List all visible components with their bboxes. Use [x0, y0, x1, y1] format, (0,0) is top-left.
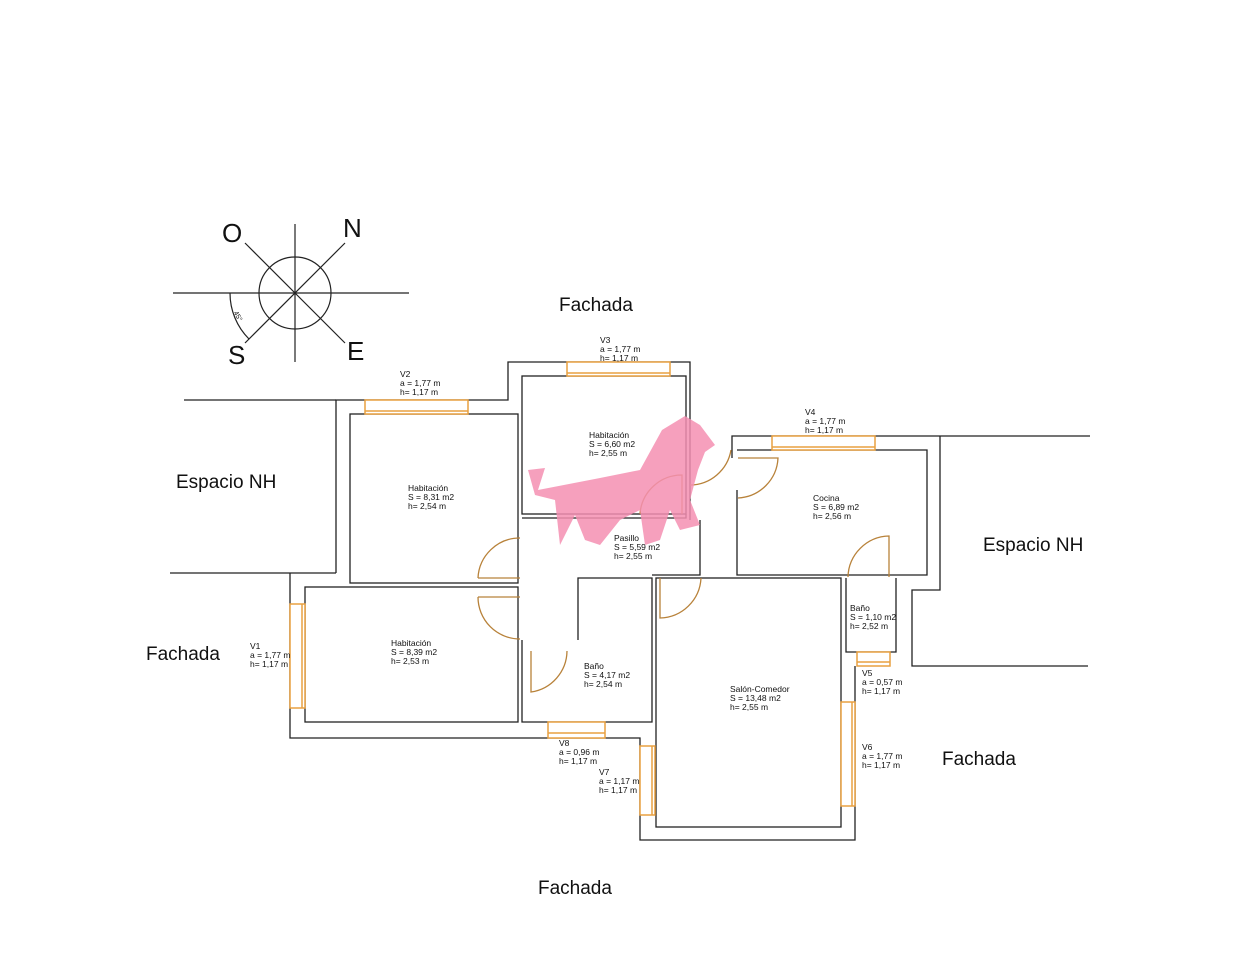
lion-watermark-logo	[528, 416, 715, 545]
windows	[289, 361, 891, 816]
compass-rose	[173, 224, 409, 362]
facade-right: Fachada	[942, 749, 1016, 770]
compass-east: E	[347, 336, 365, 366]
facade-top: Fachada	[559, 295, 633, 316]
neighbour-right: Espacio NH	[983, 535, 1084, 556]
compass-west: O	[222, 218, 243, 248]
neighbour-left: Espacio NH	[176, 472, 277, 493]
compass-south: S	[228, 340, 246, 370]
compass-north: N	[343, 213, 362, 243]
facade-bottom: Fachada	[538, 878, 612, 899]
facade-left: Fachada	[146, 644, 220, 665]
